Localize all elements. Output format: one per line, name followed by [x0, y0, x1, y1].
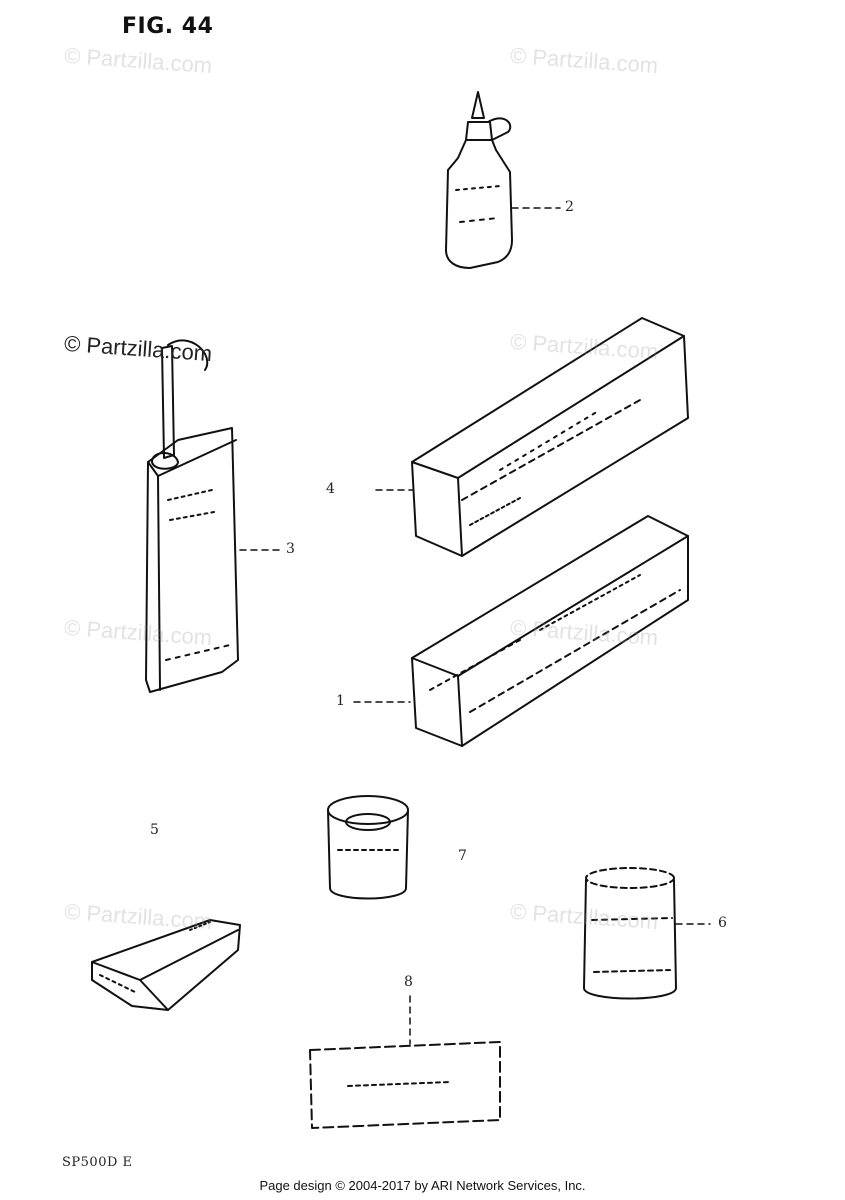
part-6-cylinder-can[interactable] — [583, 867, 677, 1000]
figure-title: FIG. 44 — [122, 14, 214, 39]
callout-8[interactable]: 8 — [404, 974, 413, 990]
leader-lines — [239, 207, 711, 1045]
part-8-label-sheet[interactable] — [309, 1041, 501, 1129]
part-4-grease-box[interactable] — [411, 317, 689, 557]
callout-7[interactable]: 7 — [458, 848, 467, 864]
callout-6[interactable]: 6 — [718, 915, 727, 931]
part-5-flat-pack[interactable] — [91, 919, 241, 1011]
callout-3[interactable]: 3 — [286, 541, 295, 557]
callout-2[interactable]: 2 — [565, 199, 574, 215]
part-7-round-tin[interactable] — [327, 795, 409, 900]
callout-1[interactable]: 1 — [336, 693, 345, 709]
part-1-grease-box[interactable] — [411, 515, 689, 747]
callout-5[interactable]: 5 — [150, 822, 159, 838]
part-2-bottle[interactable] — [445, 91, 513, 269]
model-code: SP500D E — [62, 1155, 133, 1170]
part-3-oil-can[interactable] — [145, 339, 239, 693]
callout-4[interactable]: 4 — [326, 481, 335, 497]
page-footer: Page design © 2004-2017 by ARI Network S… — [259, 1178, 586, 1193]
